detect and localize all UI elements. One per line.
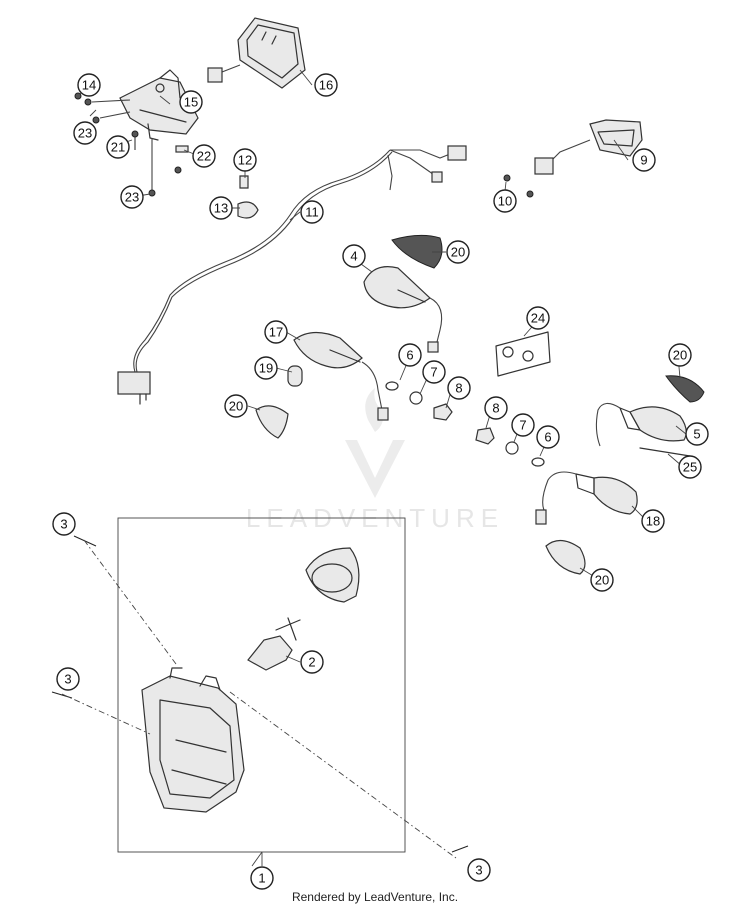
wiring-harness <box>117 145 467 405</box>
svg-text:3: 3 <box>475 863 482 878</box>
callout-8-left: 8 <box>447 376 471 400</box>
svg-text:15: 15 <box>184 95 198 110</box>
watermark: LEADVENTURE <box>246 388 498 533</box>
svg-text:18: 18 <box>646 514 660 529</box>
svg-text:20: 20 <box>229 399 243 414</box>
callout-3-bottom: 3 <box>467 858 491 882</box>
callout-1: 1 <box>250 866 274 890</box>
instrument-bracket <box>119 69 199 141</box>
svg-text:2: 2 <box>308 655 315 670</box>
callout-23-top: 23 <box>73 121 97 145</box>
callout-4: 4 <box>342 244 366 268</box>
svg-text:17: 17 <box>269 325 283 340</box>
callout-6-left: 6 <box>398 343 422 367</box>
footer-credit: Rendered by LeadVenture, Inc. <box>291 890 459 904</box>
callout-13: 13 <box>209 196 233 220</box>
tail-light <box>503 119 643 198</box>
svg-text:6: 6 <box>406 348 413 363</box>
callout-12: 12 <box>233 148 257 172</box>
callout-3-top: 3 <box>52 512 76 536</box>
svg-text:19: 19 <box>259 361 273 376</box>
callout-3-left: 3 <box>56 667 80 691</box>
callout-16: 16 <box>314 73 338 97</box>
callout-10: 10 <box>493 189 517 213</box>
svg-text:20: 20 <box>451 245 465 260</box>
bulb-socket <box>305 547 360 603</box>
svg-text:14: 14 <box>82 78 96 93</box>
callout-11: 11 <box>300 200 324 224</box>
svg-text:8: 8 <box>492 401 499 416</box>
callout-19: 19 <box>254 356 278 380</box>
svg-text:1: 1 <box>258 871 265 886</box>
callout-17: 17 <box>264 320 288 344</box>
svg-text:3: 3 <box>60 517 67 532</box>
svg-text:7: 7 <box>519 418 526 433</box>
svg-text:24: 24 <box>531 311 545 326</box>
callout-9: 9 <box>632 148 656 172</box>
callout-5: 5 <box>685 422 709 446</box>
svg-text:11: 11 <box>305 205 319 220</box>
svg-text:7: 7 <box>430 365 437 380</box>
svg-text:4: 4 <box>350 249 357 264</box>
callout-25: 25 <box>678 455 702 479</box>
indicator-rear-right <box>595 375 705 457</box>
callout-15: 15 <box>179 90 203 114</box>
indicator-front-left <box>363 234 443 353</box>
callout-22: 22 <box>192 144 216 168</box>
svg-text:23: 23 <box>78 126 92 141</box>
svg-text:20: 20 <box>673 348 687 363</box>
svg-text:20: 20 <box>595 573 609 588</box>
headlight-bulb <box>247 617 301 671</box>
svg-text:21: 21 <box>111 140 125 155</box>
svg-text:9: 9 <box>640 153 647 168</box>
callout-24: 24 <box>526 306 550 330</box>
callout-6-right: 6 <box>536 425 560 449</box>
callout-21: 21 <box>106 135 130 159</box>
svg-text:5: 5 <box>693 427 700 442</box>
callout-7-left: 7 <box>422 360 446 384</box>
svg-text:8: 8 <box>455 381 462 396</box>
callout-20-top: 20 <box>446 240 470 264</box>
svg-text:22: 22 <box>197 149 211 164</box>
callout-7-right: 7 <box>511 413 535 437</box>
callout-20-bottom: 20 <box>590 568 614 592</box>
svg-text:12: 12 <box>238 153 252 168</box>
svg-text:10: 10 <box>498 194 512 209</box>
svg-text:3: 3 <box>64 672 71 687</box>
svg-text:13: 13 <box>214 201 228 216</box>
callout-2: 2 <box>300 650 324 674</box>
headlight <box>141 667 245 813</box>
dashboard-display <box>207 17 306 89</box>
callout-8-right: 8 <box>484 396 508 420</box>
callout-23-bottom: 23 <box>120 185 144 209</box>
svg-text:23: 23 <box>125 190 139 205</box>
indicator-rear-left <box>535 471 638 575</box>
svg-text:16: 16 <box>319 78 333 93</box>
svg-text:25: 25 <box>683 460 697 475</box>
callout-14: 14 <box>77 73 101 97</box>
indicator-front-right <box>255 331 389 439</box>
callout-18: 18 <box>641 509 665 533</box>
svg-text:6: 6 <box>544 430 551 445</box>
callout-20-left: 20 <box>224 394 248 418</box>
callout-20-right: 20 <box>668 343 692 367</box>
